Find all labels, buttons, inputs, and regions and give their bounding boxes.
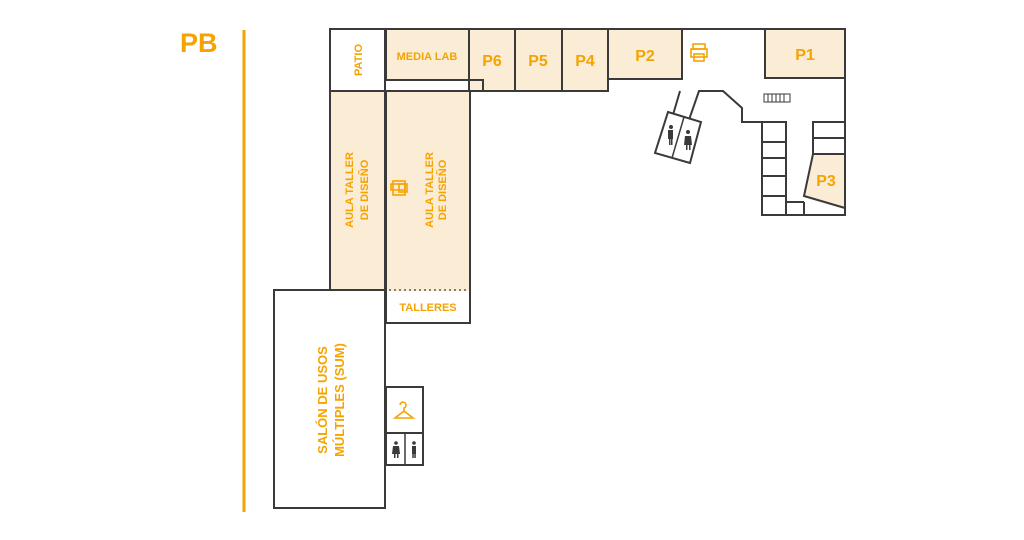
room-talleres[interactable] xyxy=(387,291,469,322)
room-aula-taller-1[interactable] xyxy=(329,90,386,291)
room-aula-taller-2-label-line2: DE DISEÑO xyxy=(436,159,449,220)
room-aula-taller-1-label-line2: DE DISEÑO xyxy=(358,159,371,220)
room-p5-label: P5 xyxy=(528,53,548,70)
room-p4-label: P4 xyxy=(575,53,595,70)
room-p3[interactable] xyxy=(802,153,846,210)
room-media-lab[interactable] xyxy=(385,28,470,81)
coat-hanger-icon xyxy=(392,401,416,419)
room-sum-label-line2: MÚLTIPLES (SUM) xyxy=(332,343,347,457)
staircase-east[interactable] xyxy=(812,121,846,155)
room-aula-taller-1-label-line1: AULA TALLER xyxy=(344,152,356,228)
room-p6-label: P6 xyxy=(482,53,502,70)
room-patio-label: PATIO xyxy=(353,44,365,76)
room-p1-label: P1 xyxy=(795,47,815,64)
room-sum[interactable] xyxy=(273,289,386,509)
floor-label: PB xyxy=(180,28,218,58)
room-media-lab-label: MEDIA LAB xyxy=(397,51,458,63)
printer-icon xyxy=(390,180,408,196)
printer-icon xyxy=(690,43,708,62)
staircase-west[interactable] xyxy=(761,121,805,216)
room-p2-label: P2 xyxy=(635,48,655,65)
restroom-icon xyxy=(392,441,416,458)
room-aula-taller-2-label-line1: AULA TALLER xyxy=(424,152,436,228)
restroom-icon xyxy=(668,125,692,150)
room-p2[interactable] xyxy=(607,28,683,80)
room-p3-label: P3 xyxy=(816,173,836,190)
room-talleres-label: TALLERES xyxy=(399,302,456,314)
room-aula-taller-2[interactable] xyxy=(385,90,471,324)
stairs-icon xyxy=(763,93,791,103)
room-sum-label-line1: SALÓN DE USOS xyxy=(315,346,330,454)
